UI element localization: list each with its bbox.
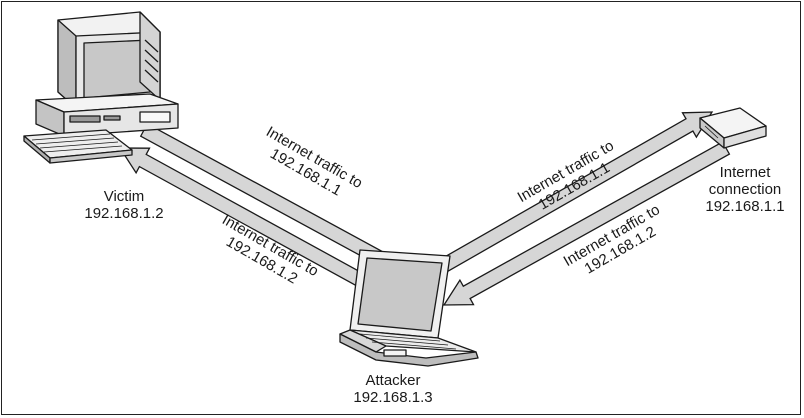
arrow-attacker-to-internet — [431, 111, 714, 277]
attacker-label: Attacker 192.168.1.3 — [338, 372, 448, 406]
victim-name: Victim — [103, 188, 145, 205]
attacker-name: Attacker — [365, 372, 421, 389]
internet-connection-ip: 192.168.1.1 — [705, 198, 785, 215]
laptop-icon — [339, 249, 479, 367]
victim-label: Victim 192.168.1.2 — [84, 188, 164, 222]
desktop-computer-icon — [23, 11, 179, 164]
router-icon — [699, 107, 767, 149]
arrow-internet-to-attacker — [442, 141, 731, 306]
internet-connection-name-line2: connection — [708, 181, 782, 198]
internet-connection-name-line1: Internet — [719, 164, 771, 181]
victim-ip: 192.168.1.2 — [84, 205, 164, 222]
internet-connection-label: Internet connection 192.168.1.1 — [690, 164, 800, 215]
attacker-ip: 192.168.1.3 — [353, 389, 433, 406]
